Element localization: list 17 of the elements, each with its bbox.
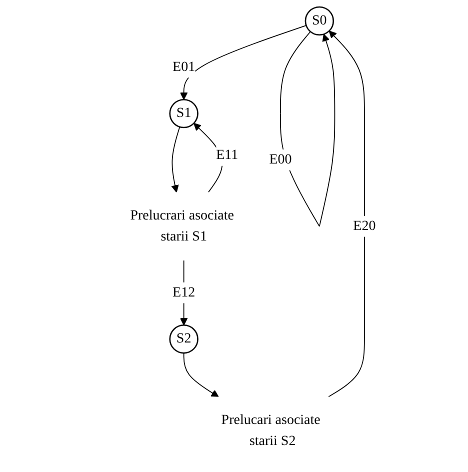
arrow [280,31,336,227]
arrow [328,30,366,398]
node-circle: S1 [169,98,199,128]
node-text: Prelucari asociate starii S2 [221,412,321,448]
arrow [180,25,307,100]
edge-label: E01 [172,59,196,74]
arrow [184,352,219,398]
edge-label: E00 [269,152,292,167]
edge-label: E20 [353,218,376,234]
arrow [171,126,180,193]
arrow [180,260,188,326]
node-circle: S2 [169,324,199,354]
edge-label: E12 [172,284,196,300]
edge-label: E11 [216,148,238,162]
node-text: Prelucrari asociate starii S1 [130,208,234,244]
node-circle: S0 [304,6,334,36]
arrow [194,122,223,193]
